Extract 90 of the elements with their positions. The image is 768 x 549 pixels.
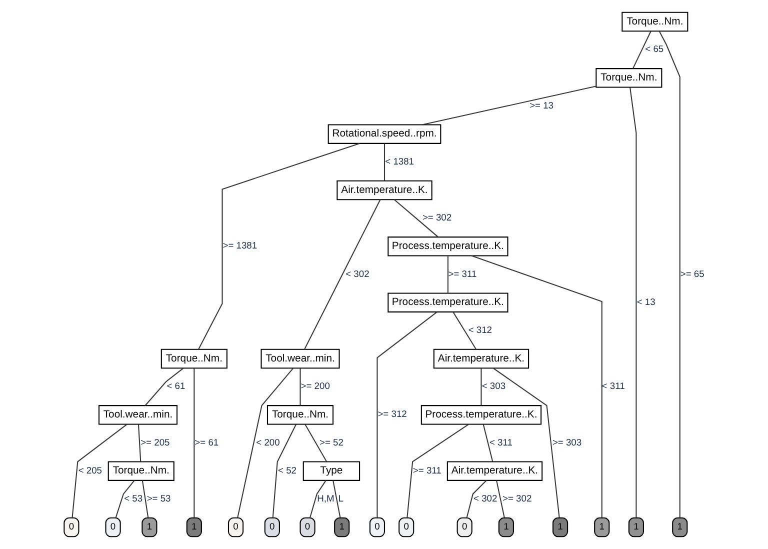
connector	[332, 480, 340, 518]
connector	[470, 255, 602, 518]
edge-label: < 200	[256, 437, 280, 448]
edge-label: L	[338, 493, 343, 504]
node-box: Air.temperature..K.	[336, 180, 432, 200]
edge-label: >= 13	[529, 100, 554, 110]
edge-label: >= 65	[680, 268, 704, 279]
edge-label: < 1381	[384, 156, 414, 166]
connector	[114, 480, 134, 518]
connector	[299, 368, 300, 406]
node-box: 1	[552, 517, 568, 538]
edge-label: < 65	[644, 44, 664, 54]
node-box: 0	[398, 517, 414, 538]
node-box: 1	[334, 517, 350, 538]
node-box: 0	[104, 517, 120, 538]
edge-label: < 61	[166, 381, 185, 392]
edge-label: < 303	[481, 381, 506, 392]
edge-label: >= 61	[194, 437, 218, 448]
edge-label: < 205	[78, 465, 102, 476]
edge-label: >= 311	[412, 465, 441, 476]
node-box: 0	[63, 517, 79, 538]
connector	[452, 312, 476, 350]
edge-label: >= 1381	[222, 240, 257, 251]
node-box: Process.temperature..K.	[420, 405, 542, 425]
node-box: 0	[368, 517, 385, 538]
node-box: Torque..Nm.	[621, 12, 688, 32]
node-box: 1	[594, 517, 610, 538]
node-box: Rotational.speed..rpm.	[327, 124, 441, 144]
node-box: 0	[299, 517, 315, 538]
node-box: 0	[227, 517, 244, 538]
connector	[144, 368, 184, 406]
node-box: Tool.wear..min.	[98, 405, 178, 425]
connector	[272, 424, 296, 518]
node-box: 1	[186, 517, 202, 538]
node-box: Torque..Nm.	[266, 405, 334, 425]
connector	[236, 368, 294, 518]
node-box: Air.temperature..K.	[446, 461, 542, 481]
edge-label: < 312	[468, 324, 492, 335]
connector	[406, 424, 468, 518]
edge-label: < 53	[124, 493, 142, 504]
edge-label: >= 312	[377, 409, 406, 420]
edge-label: >= 311	[448, 268, 476, 279]
edge-label: >= 302	[502, 493, 532, 504]
node-box: Tool.wear..min.	[260, 348, 340, 369]
node-box: Process.temperature..K.	[387, 236, 508, 256]
connector	[383, 144, 385, 181]
connector	[629, 87, 636, 518]
connector	[304, 200, 380, 350]
node-box: 1	[628, 517, 644, 538]
node-box: 0	[456, 517, 472, 538]
connector	[480, 368, 482, 406]
connector	[496, 480, 504, 518]
edge-label: < 311	[488, 437, 512, 448]
edge-label: H,M	[316, 493, 334, 504]
connector	[376, 312, 437, 518]
node-box: 1	[672, 517, 688, 538]
connector	[658, 30, 680, 518]
connector	[446, 256, 448, 293]
connector	[71, 424, 127, 518]
edge-label: >= 200	[300, 381, 330, 392]
node-box: Process.temperature..K.	[387, 292, 508, 312]
edge-label: >= 52	[318, 437, 343, 448]
node-box: Torque..Nm.	[107, 461, 174, 481]
connector	[492, 368, 560, 518]
connector	[309, 480, 326, 518]
node-box: 1	[141, 517, 157, 538]
node-box: 0	[264, 517, 280, 538]
connector	[198, 142, 360, 350]
node-box: Type	[302, 461, 360, 481]
edge-label: < 52	[278, 465, 296, 476]
edge-label: < 302	[345, 268, 369, 279]
edge-label: >= 303	[552, 437, 582, 448]
connector	[193, 368, 194, 518]
edge-label: >= 302	[422, 212, 452, 223]
connector	[141, 480, 148, 518]
node-box: Air.temperature..K.	[432, 348, 529, 369]
edge-label: >= 205	[140, 437, 170, 448]
node-box: 1	[498, 517, 514, 538]
node-box: Torque..Nm.	[160, 348, 227, 369]
connector	[466, 480, 486, 518]
connector	[482, 424, 493, 462]
edge-label: >= 53	[146, 493, 170, 504]
connector	[632, 31, 651, 69]
connector	[304, 424, 326, 462]
node-box: Torque..Nm.	[595, 68, 662, 88]
connector	[137, 424, 141, 462]
connector	[394, 199, 438, 238]
edge-label: < 13	[636, 296, 655, 307]
edge-label: < 302	[473, 493, 497, 504]
connector	[422, 86, 596, 126]
